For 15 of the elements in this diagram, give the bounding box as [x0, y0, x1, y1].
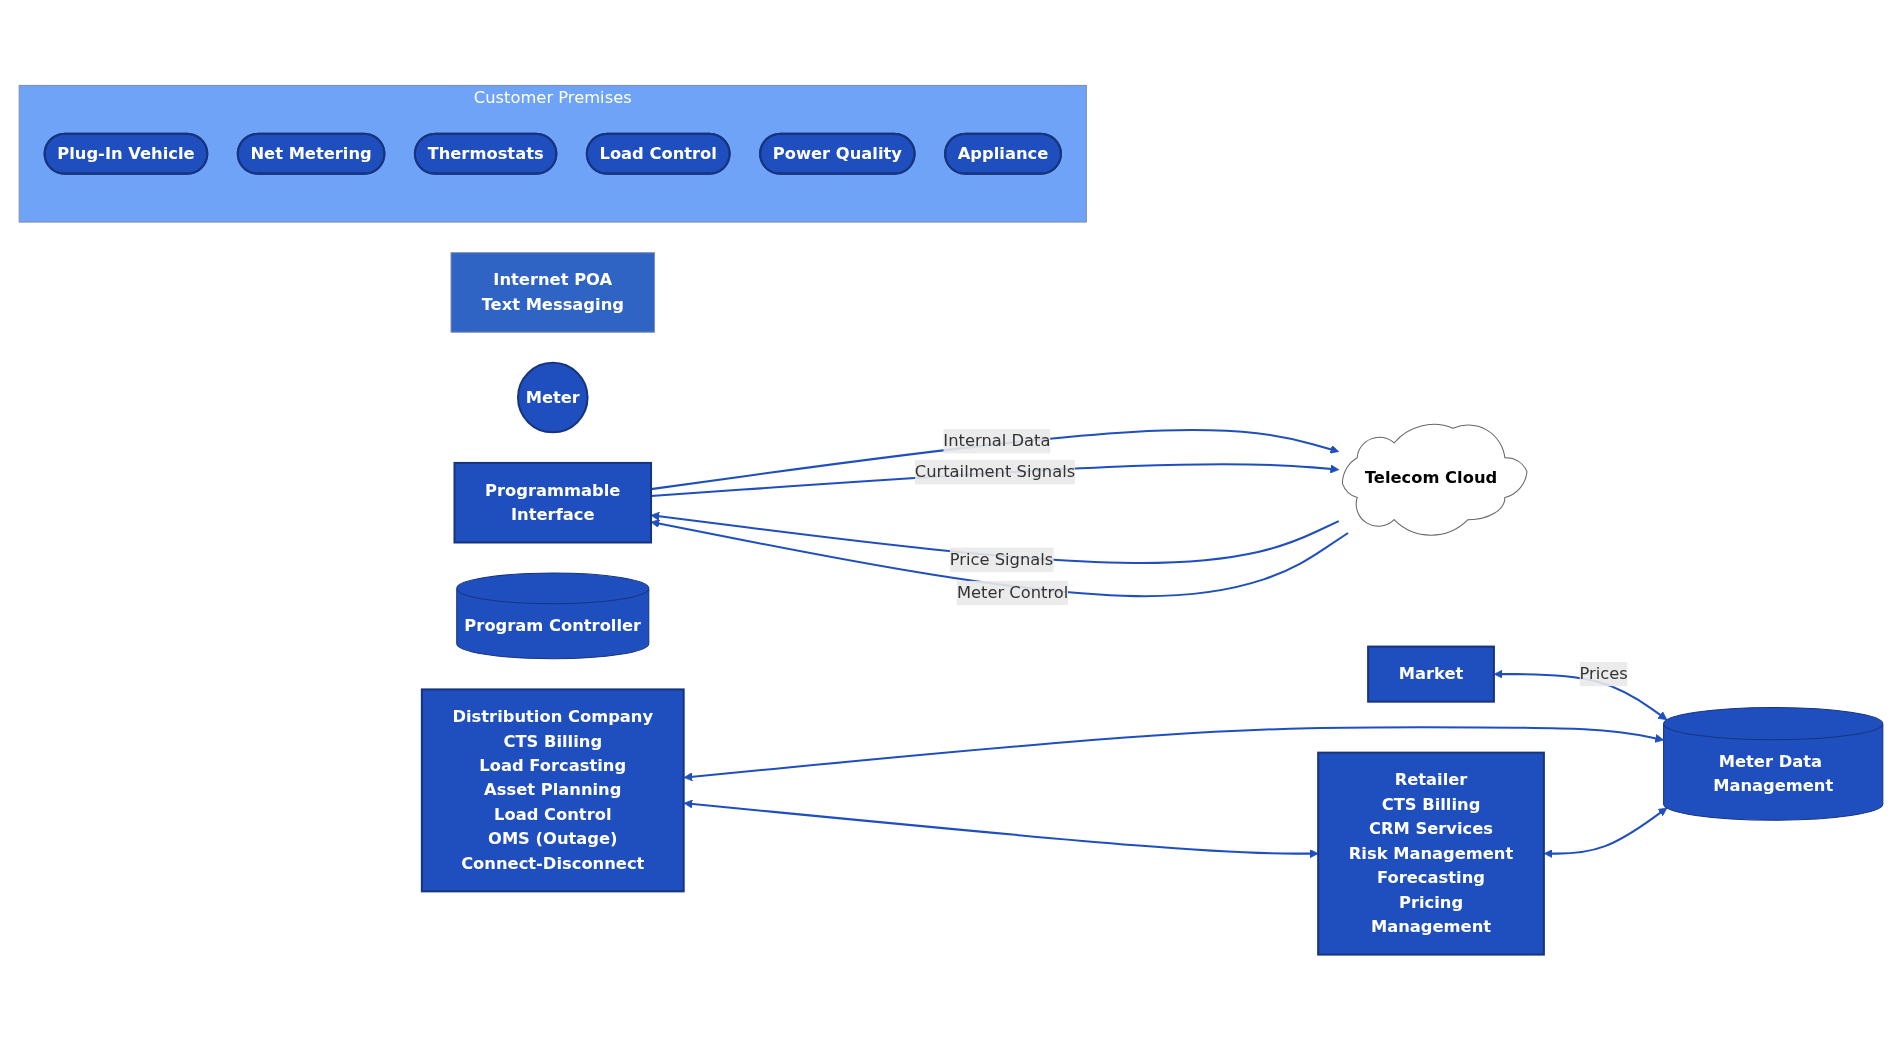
- arrow: [650, 429, 1339, 491]
- node-circle: Meter: [516, 361, 589, 434]
- edge-label: Meter Control: [956, 582, 1068, 603]
- node-box: Retailer CTS Billing CRM Services Risk Management Forecasting Pricing Management: [1316, 751, 1545, 956]
- edge-label: Internal Data: [942, 431, 1050, 451]
- node-box: Internet POA Text Messaging: [450, 252, 655, 333]
- arrow: [650, 519, 1349, 598]
- arrow: [683, 726, 1664, 782]
- edge-label: Curtailment Signals: [914, 461, 1075, 482]
- arrow: [1543, 807, 1667, 859]
- node-box: Distribution Company CTS Billing Load Forcasting Asset Planning Load Control OMS (Outage) Connect-Disconnect: [420, 688, 685, 893]
- node-box: Programmable Interface: [453, 461, 652, 544]
- node-box: Market: [1366, 645, 1495, 703]
- edge-label: Price Signals: [949, 549, 1053, 569]
- edge-label: Prices: [1579, 663, 1628, 684]
